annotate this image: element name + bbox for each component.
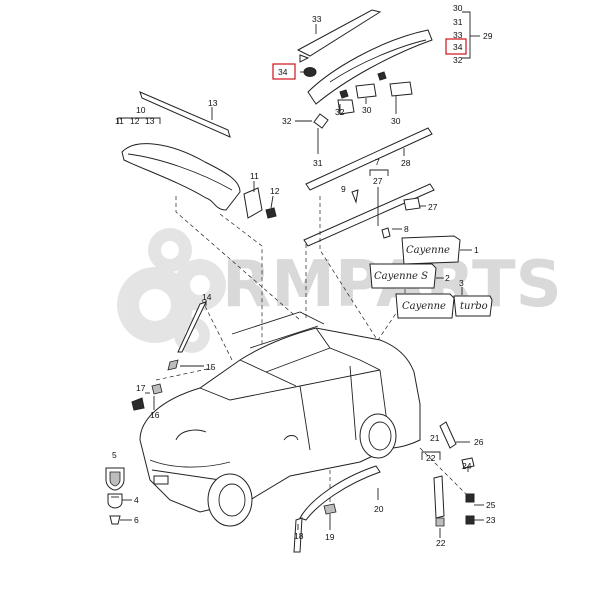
callout-33: 33	[312, 14, 322, 24]
highlight-box	[272, 63, 296, 80]
svg-text:turbo: turbo	[460, 301, 488, 312]
svg-text:Cayenne: Cayenne	[406, 245, 450, 256]
callout-34: 34	[453, 42, 463, 52]
callout-30: 30	[453, 3, 463, 13]
window-trim-strip	[167, 301, 207, 371]
callout-9: 9	[341, 184, 346, 194]
badge-cayenne-s: Cayenne S	[369, 263, 437, 289]
callout-21: 21	[430, 433, 440, 443]
callout-4: 4	[134, 495, 139, 505]
callout-5: 5	[112, 450, 117, 460]
door-trim-parts	[433, 421, 475, 527]
callout-27: 27	[428, 202, 438, 212]
callout-6: 6	[134, 515, 139, 525]
callout-26: 26	[474, 437, 484, 447]
callout-13: 13	[208, 98, 218, 108]
car-body	[139, 311, 421, 527]
callout-12: 12	[130, 116, 140, 126]
rear-spoiler-left	[121, 91, 277, 219]
callout-28: 28	[401, 158, 411, 168]
callout-22: 22	[426, 453, 436, 463]
callout-30: 30	[362, 105, 372, 115]
callout-11: 11	[250, 171, 259, 181]
callout-22: 22	[436, 538, 446, 548]
callout-27: 27	[373, 176, 383, 186]
callout-16: 16	[150, 410, 160, 420]
fender-molding	[293, 465, 381, 553]
roof-spoiler-group	[296, 9, 433, 129]
callout-1: 1	[474, 245, 479, 255]
callout-17: 17	[136, 383, 146, 393]
callout-32: 32	[335, 107, 345, 117]
callout-30: 30	[391, 116, 401, 126]
callout-24: 24	[462, 461, 472, 471]
callout-12: 12	[270, 186, 280, 196]
callout-7: 7	[375, 157, 380, 167]
crest-emblem	[105, 467, 125, 525]
callout-11: 11	[115, 116, 124, 126]
watermark-logo	[117, 228, 226, 353]
callout-32: 32	[453, 55, 463, 65]
callout-3: 3	[459, 278, 464, 288]
washer-nozzle	[131, 383, 163, 411]
callout-31: 31	[313, 158, 323, 168]
callout-20: 20	[374, 504, 384, 514]
callout-15: 15	[206, 362, 216, 372]
callout-23: 23	[486, 515, 496, 525]
callout-8: 8	[404, 224, 409, 234]
svg-text:Cayenne S: Cayenne S	[374, 271, 428, 282]
callout-29: 29	[483, 31, 493, 41]
callout-14: 14	[202, 292, 212, 302]
callout-19: 19	[325, 532, 335, 542]
callout-32: 32	[282, 116, 292, 126]
callout-34: 34	[278, 67, 288, 77]
callout-18: 18	[294, 531, 304, 541]
callout-31: 31	[453, 17, 463, 27]
callout-25: 25	[486, 500, 496, 510]
highlight-box	[445, 38, 467, 55]
badge-cayenne-turbo: Cayenne turbo	[395, 293, 493, 319]
callout-10: 10	[136, 105, 146, 115]
svg-text:Cayenne: Cayenne	[402, 301, 446, 312]
callout-13: 13	[145, 116, 155, 126]
badge-cayenne: Cayenne	[401, 235, 461, 265]
callout-2: 2	[445, 273, 450, 283]
callout-33: 33	[453, 30, 463, 40]
leader-lines	[155, 196, 471, 510]
roof-rails	[303, 127, 435, 247]
